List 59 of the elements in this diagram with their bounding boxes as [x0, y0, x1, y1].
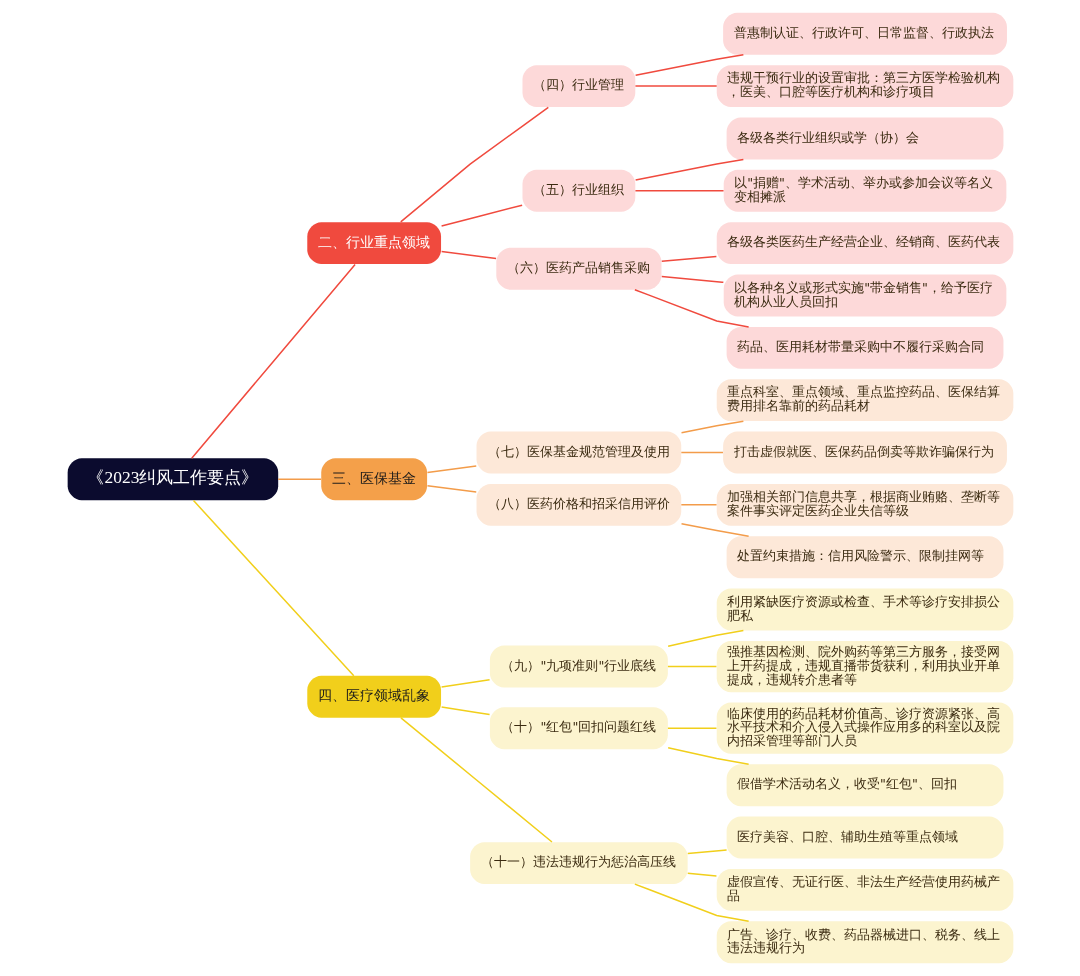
- node-box: 利用紧缺医疗资源或检查、手术等诊疗安排损公肥私: [716, 588, 1013, 631]
- node-box: 以"捐赠"、学术活动、举办或参加会议等名义变相摊派: [723, 169, 1006, 212]
- connector: [399, 717, 553, 843]
- node-box: 临床使用的药品耗材价值高、诊疗资源紧张、高水平技术和介入侵入式操作应用多的科室以及院内招采管理等部门人员: [716, 702, 1013, 754]
- connector: [190, 263, 356, 460]
- connector: [440, 250, 497, 260]
- connector: [680, 420, 744, 434]
- connector: [666, 746, 749, 765]
- node-box: （十一）违法违规行为惩治高压线: [469, 842, 688, 885]
- connector: [634, 158, 744, 181]
- node-box: 假借学术活动名义，收受"红包"、回扣: [726, 764, 1003, 807]
- node-box: 违规干预行业的设置审批：第三方医学检验机构，医美、口腔等医疗机构和诊疗项目: [716, 65, 1013, 108]
- node-box: （五）行业组织: [521, 169, 635, 212]
- connector: [686, 849, 727, 855]
- connector: [399, 106, 549, 223]
- node-box: 药品、医用耗材带量采购中不履行采购合同: [726, 326, 1003, 369]
- connector: [633, 288, 749, 328]
- connector: [633, 883, 749, 923]
- node-box: 各级各类医药生产经营企业、经销商、医药代表: [716, 222, 1013, 265]
- connector: [680, 504, 717, 506]
- node-box: 虚假宣传、无证行医、非法生产经营使用药械产品: [716, 868, 1013, 911]
- node-box: （八）医药价格和招采信用评价: [476, 483, 681, 526]
- node-box: 广告、诊疗、收费、药品器械进口、税务、线上违法违规行为: [716, 921, 1013, 964]
- node-box: 三、医保基金: [320, 458, 427, 501]
- connector: [680, 451, 724, 454]
- connector: [634, 190, 724, 192]
- connector: [666, 629, 744, 648]
- connector: [666, 665, 717, 668]
- node-box: 医疗美容、口腔、辅助生殖等重点领域: [726, 816, 1003, 859]
- node-box: 打击虚假就医、医保药品倒卖等欺诈骗保行为: [722, 431, 1007, 474]
- connector: [680, 523, 749, 537]
- node-box: 重点科室、重点领域、重点监控药品、医保结算费用排名靠前的药品耗材: [716, 379, 1013, 422]
- connector: [426, 485, 477, 493]
- node-box: （七）医保基金规范管理及使用: [476, 431, 681, 474]
- node-box: 各级各类行业组织或学（协）会: [726, 117, 1003, 160]
- node-box: 普惠制认证、行政许可、日常监督、行政执法: [722, 12, 1007, 55]
- connector: [686, 872, 717, 877]
- connector: [440, 678, 490, 688]
- connector: [192, 499, 355, 677]
- connector: [634, 53, 744, 76]
- connector: [660, 255, 717, 263]
- node-box: 二、行业重点领域: [306, 222, 441, 265]
- node-box: 处置约束措施：信用风险警示、限制挂网等: [726, 536, 1003, 579]
- node-box: 四、医疗领域乱象: [306, 675, 441, 718]
- node-box: （十）"红包"回扣问题红线: [489, 707, 668, 750]
- node-box: （六）医药产品销售采购: [495, 247, 661, 290]
- connector: [634, 85, 717, 87]
- connector: [426, 465, 477, 474]
- node-box: 以各种名义或形式实施"带金销售"，给予医疗机构从业人员回扣: [723, 274, 1006, 317]
- node-box: （四）行业管理: [521, 65, 635, 108]
- connector: [660, 275, 724, 283]
- connector: [440, 706, 490, 716]
- connector: [666, 727, 717, 729]
- node-box: 《2023纠风工作要点》: [67, 458, 278, 501]
- node-box: 加强相关部门信息共享，根据商业贿赂、垄断等案件事实评定医药企业失信等级: [716, 483, 1013, 526]
- connector: [440, 204, 523, 227]
- connector: [276, 478, 322, 481]
- node-box: （九）"九项准则"行业底线: [489, 645, 668, 688]
- node-box: 强推基因检测、院外购药等第三方服务，接受网上开药提成，违规直播带货获利，利用执业开单提成，违规转介患者等: [716, 640, 1013, 693]
